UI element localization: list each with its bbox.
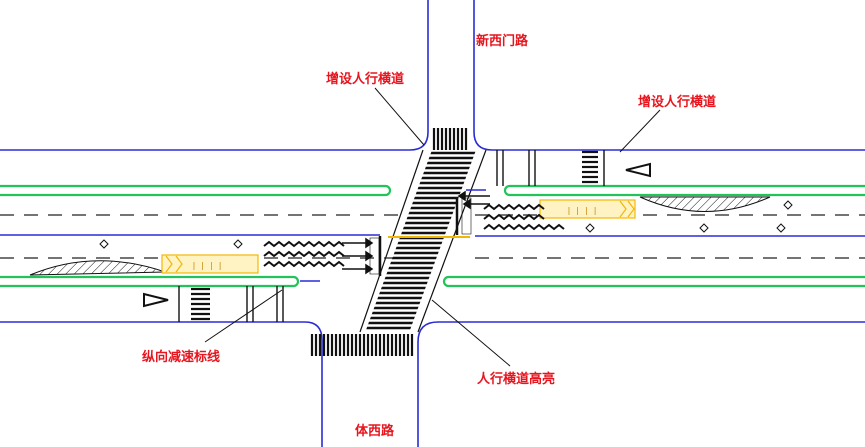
blue-stubs bbox=[300, 189, 486, 282]
decel-text-boxes: |||| |||| bbox=[161, 199, 636, 274]
leader-lines bbox=[204, 87, 661, 367]
hatch-area-west bbox=[29, 260, 166, 276]
road-name-south: 体西路 bbox=[355, 424, 395, 439]
annotation-crosswalk-nw: 增设人行横道 bbox=[326, 72, 405, 87]
crosswalk-added-east bbox=[582, 150, 598, 184]
crosswalk-added-west bbox=[191, 287, 210, 321]
annotation-decel-marking: 纵向减速标线 bbox=[142, 350, 221, 365]
decel-chevrons-east bbox=[483, 203, 565, 231]
crosswalk-south bbox=[310, 334, 414, 356]
triangle-east bbox=[625, 162, 651, 178]
svg-text:||||: |||| bbox=[568, 206, 603, 215]
diamond-markings bbox=[99, 200, 793, 249]
hatch-area-east bbox=[639, 196, 771, 212]
annotation-crosswalk-highlight: 人行横道高亮 bbox=[477, 372, 556, 387]
west-small-text-box bbox=[369, 237, 380, 275]
triangle-west bbox=[143, 292, 169, 308]
svg-text:||||: |||| bbox=[193, 261, 228, 270]
crosswalk-added-east-lines bbox=[496, 150, 605, 186]
road-name-north: 新西门路 bbox=[476, 34, 529, 49]
crosswalk-north bbox=[432, 128, 468, 150]
decel-chevrons-west bbox=[263, 240, 345, 268]
median-islands bbox=[0, 184, 865, 288]
crosswalk-added-west-lines bbox=[178, 286, 284, 322]
lane-arrows-west bbox=[342, 237, 374, 275]
east-small-text-box bbox=[461, 197, 472, 235]
annotation-crosswalk-ne: 增设人行横道 bbox=[638, 95, 717, 110]
lane-arrows-east bbox=[457, 190, 490, 210]
